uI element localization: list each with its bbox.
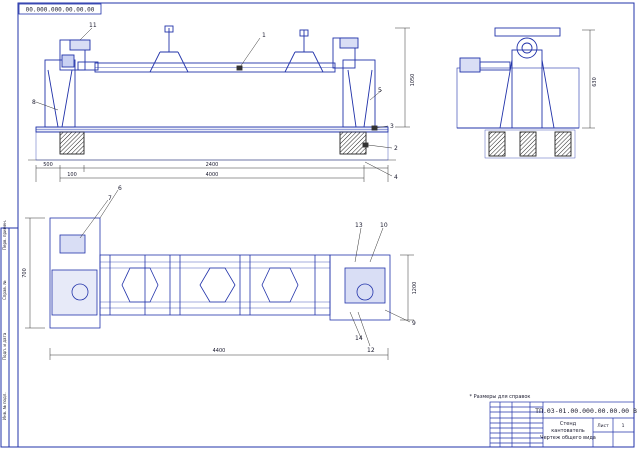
drawing-note: * Размеры для справок (470, 394, 531, 400)
dim-front-left: 500 (43, 162, 53, 168)
dim-plan-width: 1200 (412, 282, 418, 295)
dim-front-offset: 100 (67, 172, 77, 178)
callout-9: 9 (412, 320, 416, 327)
title-designation: ТП.03-01.00.000.00.00.00 ВО (535, 407, 637, 415)
title-block-text: ТП.03-01.00.000.00.00.00 ВО Стенд кантов… (535, 407, 637, 441)
top-designation-box: 00.000.000.00.00.00 (18, 3, 102, 15)
plan-dimensions (25, 217, 414, 360)
callout-1: 1 (262, 32, 266, 39)
svg-text:Подп. и дата: Подп. и дата (2, 332, 7, 360)
plan-dimension-texts: 4400 1200 700 (22, 268, 418, 354)
dim-plan-length: 4400 (213, 348, 226, 354)
title-sheet-count: 1 (622, 423, 625, 429)
dim-side-height: 630 (592, 77, 598, 87)
side-view (456, 27, 580, 159)
callout-labels: 1 2 3 4 5 6 7 8 9 10 11 12 13 14 (32, 22, 416, 354)
callout-14: 14 (355, 335, 363, 342)
front-view (28, 25, 396, 161)
dim-front-height: 1050 (410, 74, 416, 87)
callout-7: 7 (108, 195, 112, 202)
svg-text:Инв. № подл.: Инв. № подл. (2, 392, 7, 420)
side-dimensions (582, 29, 595, 129)
callout-8: 8 (32, 99, 36, 106)
title-name-line1: Стенд (560, 421, 577, 427)
callout-5: 5 (378, 87, 382, 94)
left-margin-stamps: Перв. примен. Справ. № Подп. и дата Инв.… (2, 220, 7, 420)
svg-text:Справ. №: Справ. № (2, 281, 7, 300)
callout-leaders (35, 27, 411, 347)
top-designation: 00.000.000.00.00.00 (26, 7, 95, 14)
plan-view (49, 217, 391, 329)
title-name-line3: Чертеж общего вида (540, 435, 596, 441)
title-name-line2: кантователь (551, 428, 585, 434)
title-sheet-label: Лист (597, 423, 609, 429)
callout-13: 13 (355, 222, 363, 229)
title-block (489, 401, 635, 448)
dim-front-length: 2400 (206, 162, 219, 168)
callout-4: 4 (394, 174, 398, 181)
callout-6: 6 (118, 185, 122, 192)
front-dimension-texts: 2400 4000 500 100 1050 (43, 74, 416, 178)
dim-front-total: 4000 (206, 172, 219, 178)
callout-2: 2 (394, 145, 398, 152)
callout-3: 3 (390, 123, 394, 130)
svg-text:Перв. примен.: Перв. примен. (2, 220, 7, 250)
callout-11: 11 (89, 22, 97, 29)
callout-10: 10 (380, 222, 388, 229)
front-dimensions (35, 27, 410, 182)
callout-12: 12 (367, 347, 375, 354)
dim-plan-left-width: 700 (22, 268, 28, 278)
